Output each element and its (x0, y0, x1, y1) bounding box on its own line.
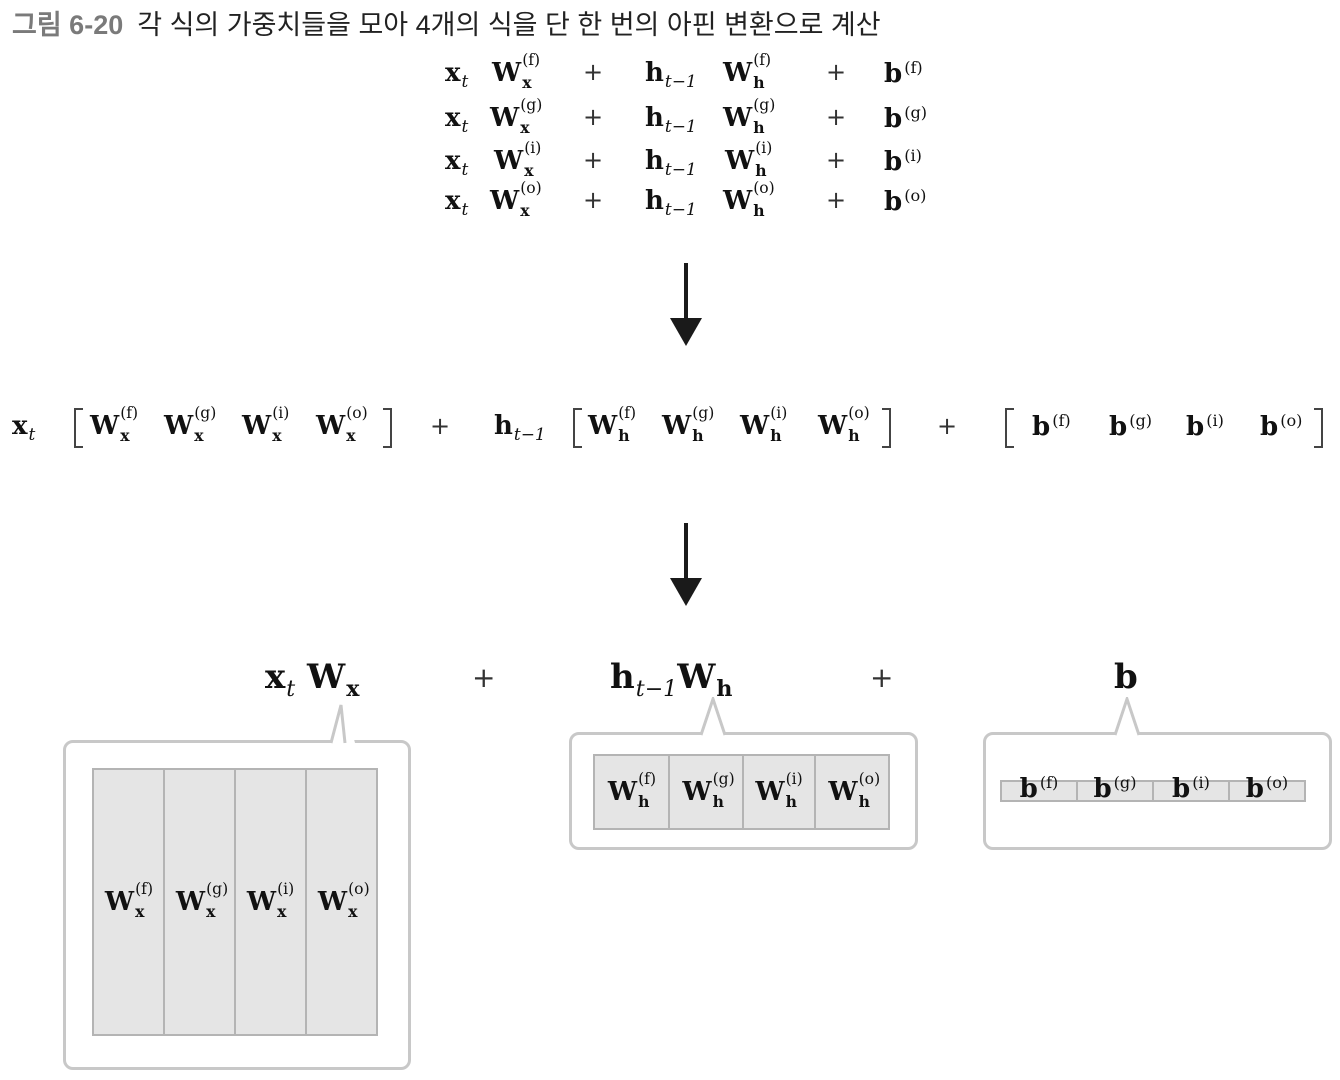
eq-o-wx: W(o)x (490, 179, 542, 221)
eq-f-plus-1: + (583, 58, 604, 86)
b-cell-f: b(f) (1000, 774, 1078, 802)
wh-cell-g-label: W(g)h (682, 770, 735, 812)
bracket-b-left (1005, 408, 1014, 448)
eq-g-h: ht−1 (645, 103, 697, 136)
compact-equation: xt Wx + ht−1Wh + b (265, 657, 1138, 702)
down-arrow-2-head (670, 578, 702, 606)
eq-f-x: xt (445, 58, 469, 91)
concat-b-g: b(g) (1109, 411, 1153, 442)
figure-caption-text: 각 식의 가중치들을 모아 4개의 식을 단 한 번의 아핀 변환으로 계산 (137, 10, 881, 40)
wx-cell-o: W(o)x (305, 768, 378, 1036)
concat-h: ht−1 (494, 411, 546, 444)
wx-cell-g-label: W(g)x (175, 880, 229, 922)
eq-g-b: b(g) (884, 103, 928, 134)
concat-plus-1: + (430, 412, 451, 440)
wx-cell-f-label: W(f)x (104, 880, 154, 922)
eq-f-b: b(f) (884, 58, 923, 89)
wh-cell-f-label: W(f)h (607, 770, 657, 812)
eq-g-plus-1: + (583, 103, 604, 131)
eq-i-x: xt (445, 146, 469, 179)
bracket-wx-right (383, 408, 392, 448)
eq-o-plus-1: + (583, 186, 604, 214)
concat-wx-g: W(g)x (164, 404, 217, 446)
eq-o-b: b(o) (884, 186, 927, 217)
eq-f-h: ht−1 (645, 58, 697, 91)
eq-o-h: ht−1 (645, 186, 697, 219)
b-callout-pointer (1114, 697, 1140, 736)
wh-cell-o-label: W(o)h (828, 770, 881, 812)
eq-f-wh: W(f)h (723, 51, 772, 93)
eq-o-x: xt (445, 186, 469, 219)
wh-cell-i: W(i)h (742, 754, 816, 830)
wx-cell-g: W(g)x (163, 768, 236, 1036)
eq-i-h: ht−1 (645, 146, 697, 179)
eq-o-plus-2: + (826, 186, 847, 214)
wh-callout-pointer (700, 697, 726, 736)
figure-caption: 그림 6-20 각 식의 가중치들을 모아 4개의 식을 단 한 번의 아핀 변환… (12, 6, 881, 44)
b-cell-f-label: b(f) (1019, 772, 1059, 804)
compact-hw: ht−1Wh (610, 657, 733, 702)
concat-wx-i: W(i)x (242, 404, 290, 446)
concat-wx-f: W(f)x (90, 404, 139, 446)
eq-i-plus-1: + (583, 146, 604, 174)
figure-number: 그림 6-20 (12, 10, 124, 40)
eq-o-wh: W(o)h (723, 179, 775, 221)
eq-i-wh: W(i)h (725, 139, 773, 181)
bracket-wx-left (74, 408, 83, 448)
concat-wh-i: W(i)h (740, 404, 788, 446)
concat-wx-o: W(o)x (316, 404, 368, 446)
eq-f-plus-2: + (826, 58, 847, 86)
eq-i-b: b(i) (884, 146, 922, 177)
concat-b-f: b(f) (1032, 411, 1071, 442)
b-cell-g: b(g) (1076, 774, 1154, 802)
eq-g-wh: W(g)h (723, 96, 776, 138)
eq-g-plus-2: + (826, 103, 847, 131)
b-cell-i: b(i) (1152, 774, 1230, 802)
eq-g-x: xt (445, 103, 469, 136)
bracket-b-right (1314, 408, 1323, 448)
eq-g-wx: W(g)x (490, 96, 543, 138)
compact-plus-2: + (870, 661, 894, 694)
b-cell-g-label: b(g) (1093, 772, 1137, 804)
b-cell-o-label: b(o) (1245, 772, 1289, 804)
compact-b: b (1114, 657, 1138, 697)
concat-x: xt (12, 411, 36, 444)
wx-cell-o-label: W(o)x (317, 880, 370, 922)
eq-i-wx: W(i)x (494, 139, 542, 181)
bracket-wh-left (573, 408, 582, 448)
eq-i-plus-2: + (826, 146, 847, 174)
wh-cell-g: W(g)h (668, 754, 744, 830)
concat-b-i: b(i) (1186, 411, 1224, 442)
concatenated-equation: xt W(f)x W(g)x W(i)x W(o)x + ht−1 W(f)h … (0, 0, 1340, 480)
separate-equations: xt W(f)x + ht−1 W(f)h + b(f) xt W(g)x + … (0, 0, 1340, 230)
down-arrow-1-head (670, 318, 702, 346)
concat-b-o: b(o) (1260, 411, 1303, 442)
b-cell-o: b(o) (1228, 774, 1306, 802)
b-cell-i-label: b(i) (1172, 772, 1210, 804)
concat-wh-o: W(o)h (818, 404, 870, 446)
wh-cell-f: W(f)h (593, 754, 670, 830)
concat-plus-2: + (937, 412, 958, 440)
compact-plus-1: + (472, 661, 496, 694)
wh-cell-o: W(o)h (814, 754, 890, 830)
wx-cell-f: W(f)x (92, 768, 165, 1036)
down-arrow-2-shaft (684, 523, 688, 579)
wx-callout-pointer (330, 704, 355, 744)
wx-cell-i: W(i)x (234, 768, 307, 1036)
concat-wh-f: W(f)h (588, 404, 637, 446)
wh-cell-i-label: W(i)h (755, 770, 803, 812)
concat-wh-g: W(g)h (662, 404, 715, 446)
eq-f-wx: W(f)x (492, 51, 541, 93)
down-arrow-1-shaft (684, 263, 688, 319)
wx-cell-i-label: W(i)x (246, 880, 295, 922)
bracket-wh-right (882, 408, 891, 448)
compact-xw: xt Wx (265, 657, 360, 702)
